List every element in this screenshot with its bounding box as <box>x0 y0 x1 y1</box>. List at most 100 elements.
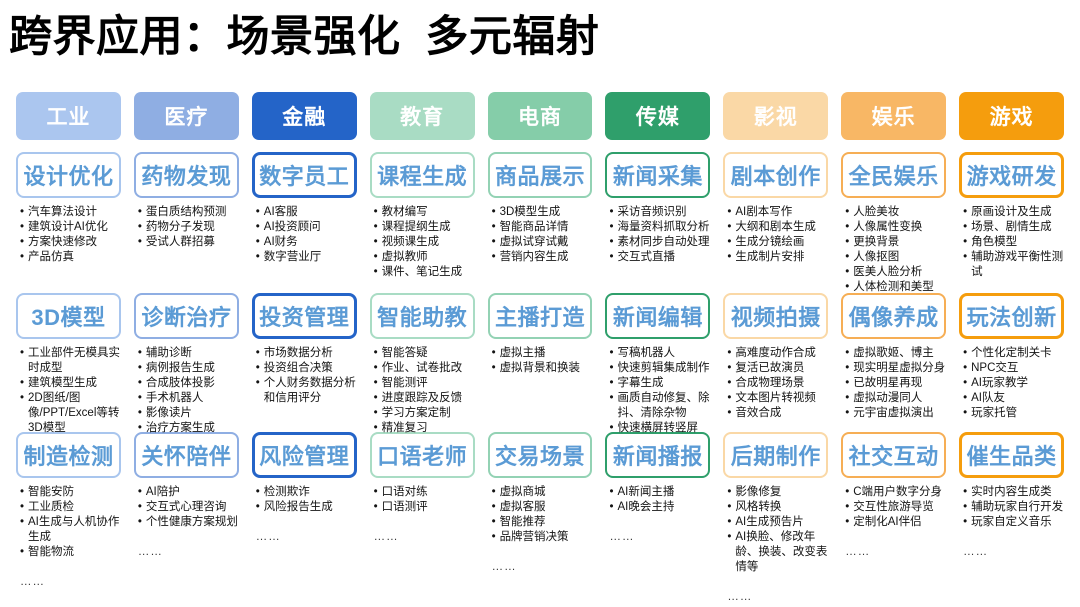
feature-list: 智能答疑作业、试卷批改智能测评进度跟踪及反馈学习方案定制精准复习 <box>370 339 475 436</box>
card-gaming-1: 玩法创新个性化定制关卡NPC交互AI玩家教学AI队友玩家托管 <box>959 293 1065 432</box>
card-media-1: 新闻编辑写稿机器人快速剪辑集成制作字幕生成画质自动修复、除抖、清除杂物快速横屏转… <box>605 293 711 436</box>
card-title: 课程生成 <box>369 152 475 198</box>
list-item: 写稿机器人 <box>609 346 710 361</box>
feature-list: 辅助诊断病例报告生成合成肢体投影手术机器人影像读片治疗方案生成 <box>134 339 239 436</box>
list-item: 辅助诊断 <box>138 346 239 361</box>
list-item: 虚拟教师 <box>374 250 475 265</box>
list-item: AI财务 <box>256 235 357 250</box>
card-film-1: 视频拍摄高难度动作合成复活已故演员合成物理场景文本图片转视频音效合成 <box>723 293 829 432</box>
card-media-0: 新闻采集采访音频识别海量资料抓取分析素材同步自动处理交互式直播 <box>605 152 711 293</box>
list-item: 合成肢体投影 <box>138 376 239 391</box>
ellipsis: …… <box>373 531 399 543</box>
list-item: 海量资料抓取分析 <box>609 220 710 235</box>
list-item: 智能测评 <box>374 376 475 391</box>
feature-list: 市场数据分析投资组合决策个人财务数据分析和信用评分 <box>252 339 357 432</box>
list-item: 营销内容生成 <box>492 250 593 265</box>
feature-list: 智能安防工业质检AI生成与人机协作生成智能物流…… <box>16 478 121 590</box>
card-title: 交易场景 <box>487 432 593 478</box>
list-item: 复活已故演员 <box>727 361 828 376</box>
tab-medical: 医疗 <box>133 92 239 140</box>
ellipsis: …… <box>20 576 45 588</box>
list-item: 个性化定制关卡 <box>963 346 1064 361</box>
list-item: 影像读片 <box>138 406 239 421</box>
list-item: 作业、试卷批改 <box>374 361 475 376</box>
list-item: AI换脸、修改年龄、换装、改变表情等 <box>727 530 828 575</box>
list-item: 影像修复 <box>727 485 828 500</box>
list-item: 品牌营销决策 <box>492 530 593 545</box>
feature-list: AI陪护交互式心理咨询个性健康方案规划…… <box>134 478 239 560</box>
list-item: 投资组合决策 <box>256 361 357 376</box>
card-title: 数字员工 <box>251 152 357 198</box>
feature-list: 原画设计及生成场景、剧情生成角色模型辅助游戏平衡性测试 <box>959 198 1064 293</box>
list-item: 医美人脸分析 <box>845 265 946 280</box>
feature-list: 虚拟歌姬、博主现实明星虚拟分身已故明星再现虚拟动漫同人元宇宙虚拟演出 <box>841 339 946 432</box>
card-education-0: 课程生成教材编写课程提纲生成视频课生成虚拟教师课件、笔记生成 <box>369 152 475 293</box>
list-item: AI投资顾问 <box>256 220 357 235</box>
feature-list: 工业部件无模具实时成型建筑模型生成2D图纸/图像/PPT/Excel等转3D模型 <box>16 339 121 434</box>
list-item: 素材同步自动处理 <box>609 235 710 250</box>
list-item: 口语测评 <box>374 500 475 515</box>
list-item: 个性健康方案规划 <box>138 515 239 530</box>
card-education-1: 智能助教智能答疑作业、试卷批改智能测评进度跟踪及反馈学习方案定制精准复习 <box>369 293 475 436</box>
list-item: 辅助游戏平衡性测试 <box>963 250 1064 280</box>
list-item: AI生成与人机协作生成 <box>20 515 121 545</box>
card-title: 催生品类 <box>959 432 1065 478</box>
list-item: 实时内容生成类 <box>963 485 1064 500</box>
card-title: 主播打造 <box>487 293 593 339</box>
list-item: 玩家自定义音乐 <box>963 515 1064 530</box>
feature-list: 人脸美妆人像属性变换更换背景人像抠图医美人脸分析人体检测和美型 <box>841 198 946 295</box>
card-film-2: 后期制作影像修复风格转换AI生成预告片AI换脸、修改年龄、换装、改变表情等…… <box>723 432 829 605</box>
column-film: 剧本创作AI剧本写作大纲和剧本生成生成分镜绘画生成制片安排视频拍摄高难度动作合成… <box>723 152 829 607</box>
list-item: 角色模型 <box>963 235 1064 250</box>
feature-list: 蛋白质结构预测药物分子发现受试人群招募 <box>134 198 239 293</box>
list-item: 人体检测和美型 <box>845 280 946 295</box>
list-item: 交互性旅游导览 <box>845 500 946 515</box>
card-finance-1: 投资管理市场数据分析投资组合决策个人财务数据分析和信用评分 <box>251 293 357 432</box>
page-title: 跨界应用：场景强化 多元辐射 <box>9 13 600 61</box>
card-title: 关怀陪伴 <box>133 432 239 478</box>
card-gaming-0: 游戏研发原画设计及生成场景、剧情生成角色模型辅助游戏平衡性测试 <box>959 152 1065 293</box>
list-item: 合成物理场景 <box>727 376 828 391</box>
list-item: AI晚会主持 <box>609 500 710 515</box>
application-grid: 设计优化汽车算法设计建筑设计AI优化方案快速修改产品仿真3D模型工业部件无模具实… <box>16 152 1065 607</box>
column-gaming: 游戏研发原画设计及生成场景、剧情生成角色模型辅助游戏平衡性测试玩法创新个性化定制… <box>959 152 1065 607</box>
ellipsis: …… <box>963 546 989 558</box>
list-item: 口语对练 <box>374 485 475 500</box>
list-item: 更换背景 <box>845 235 946 250</box>
list-item: 受试人群招募 <box>138 235 239 250</box>
tab-finance: 金融 <box>251 92 357 140</box>
card-title: 新闻采集 <box>605 152 711 198</box>
card-medical-2: 关怀陪伴AI陪护交互式心理咨询个性健康方案规划…… <box>133 432 239 560</box>
feature-list: 虚拟主播虚拟背景和换装 <box>488 339 593 432</box>
list-item: 视频课生成 <box>374 235 475 250</box>
list-item: 工业部件无模具实时成型 <box>20 346 121 376</box>
list-item: 快速横屏转竖屏 <box>609 421 710 436</box>
feature-list: 口语对练口语测评 …… <box>370 478 475 545</box>
card-title: 诊断治疗 <box>133 293 239 339</box>
feature-list: AI客服AI投资顾问AI财务数字营业厅 <box>252 198 357 293</box>
list-item: 个人财务数据分析和信用评分 <box>256 376 357 406</box>
list-item: 原画设计及生成 <box>963 205 1064 220</box>
list-item: 药物分子发现 <box>138 220 239 235</box>
list-item: 虚拟背景和换装 <box>492 361 593 376</box>
tab-media: 传媒 <box>605 92 711 140</box>
list-item: 文本图片转视频 <box>727 391 828 406</box>
list-item: AI陪护 <box>138 485 239 500</box>
card-title: 投资管理 <box>251 293 357 339</box>
list-item: 快速剪辑集成制作 <box>609 361 710 376</box>
list-item: 风格转换 <box>727 500 828 515</box>
ellipsis: …… <box>727 591 753 603</box>
card-film-0: 剧本创作AI剧本写作大纲和剧本生成生成分镜绘画生成制片安排 <box>723 152 829 293</box>
list-item: 生成制片安排 <box>727 250 828 265</box>
list-item: 字幕生成 <box>609 376 710 391</box>
list-item: AI队友 <box>963 391 1064 406</box>
list-item: 市场数据分析 <box>256 346 357 361</box>
list-item: 元宇宙虚拟演出 <box>845 406 946 421</box>
card-title: 制造检测 <box>16 432 121 478</box>
list-item: 教材编写 <box>374 205 475 220</box>
list-item: 智能物流 <box>20 545 121 560</box>
list-item: 精准复习 <box>374 421 475 436</box>
list-item: 病例报告生成 <box>138 361 239 376</box>
card-title: 游戏研发 <box>959 152 1065 198</box>
card-finance-2: 风险管理检测欺诈风险报告生成…… <box>251 432 357 545</box>
